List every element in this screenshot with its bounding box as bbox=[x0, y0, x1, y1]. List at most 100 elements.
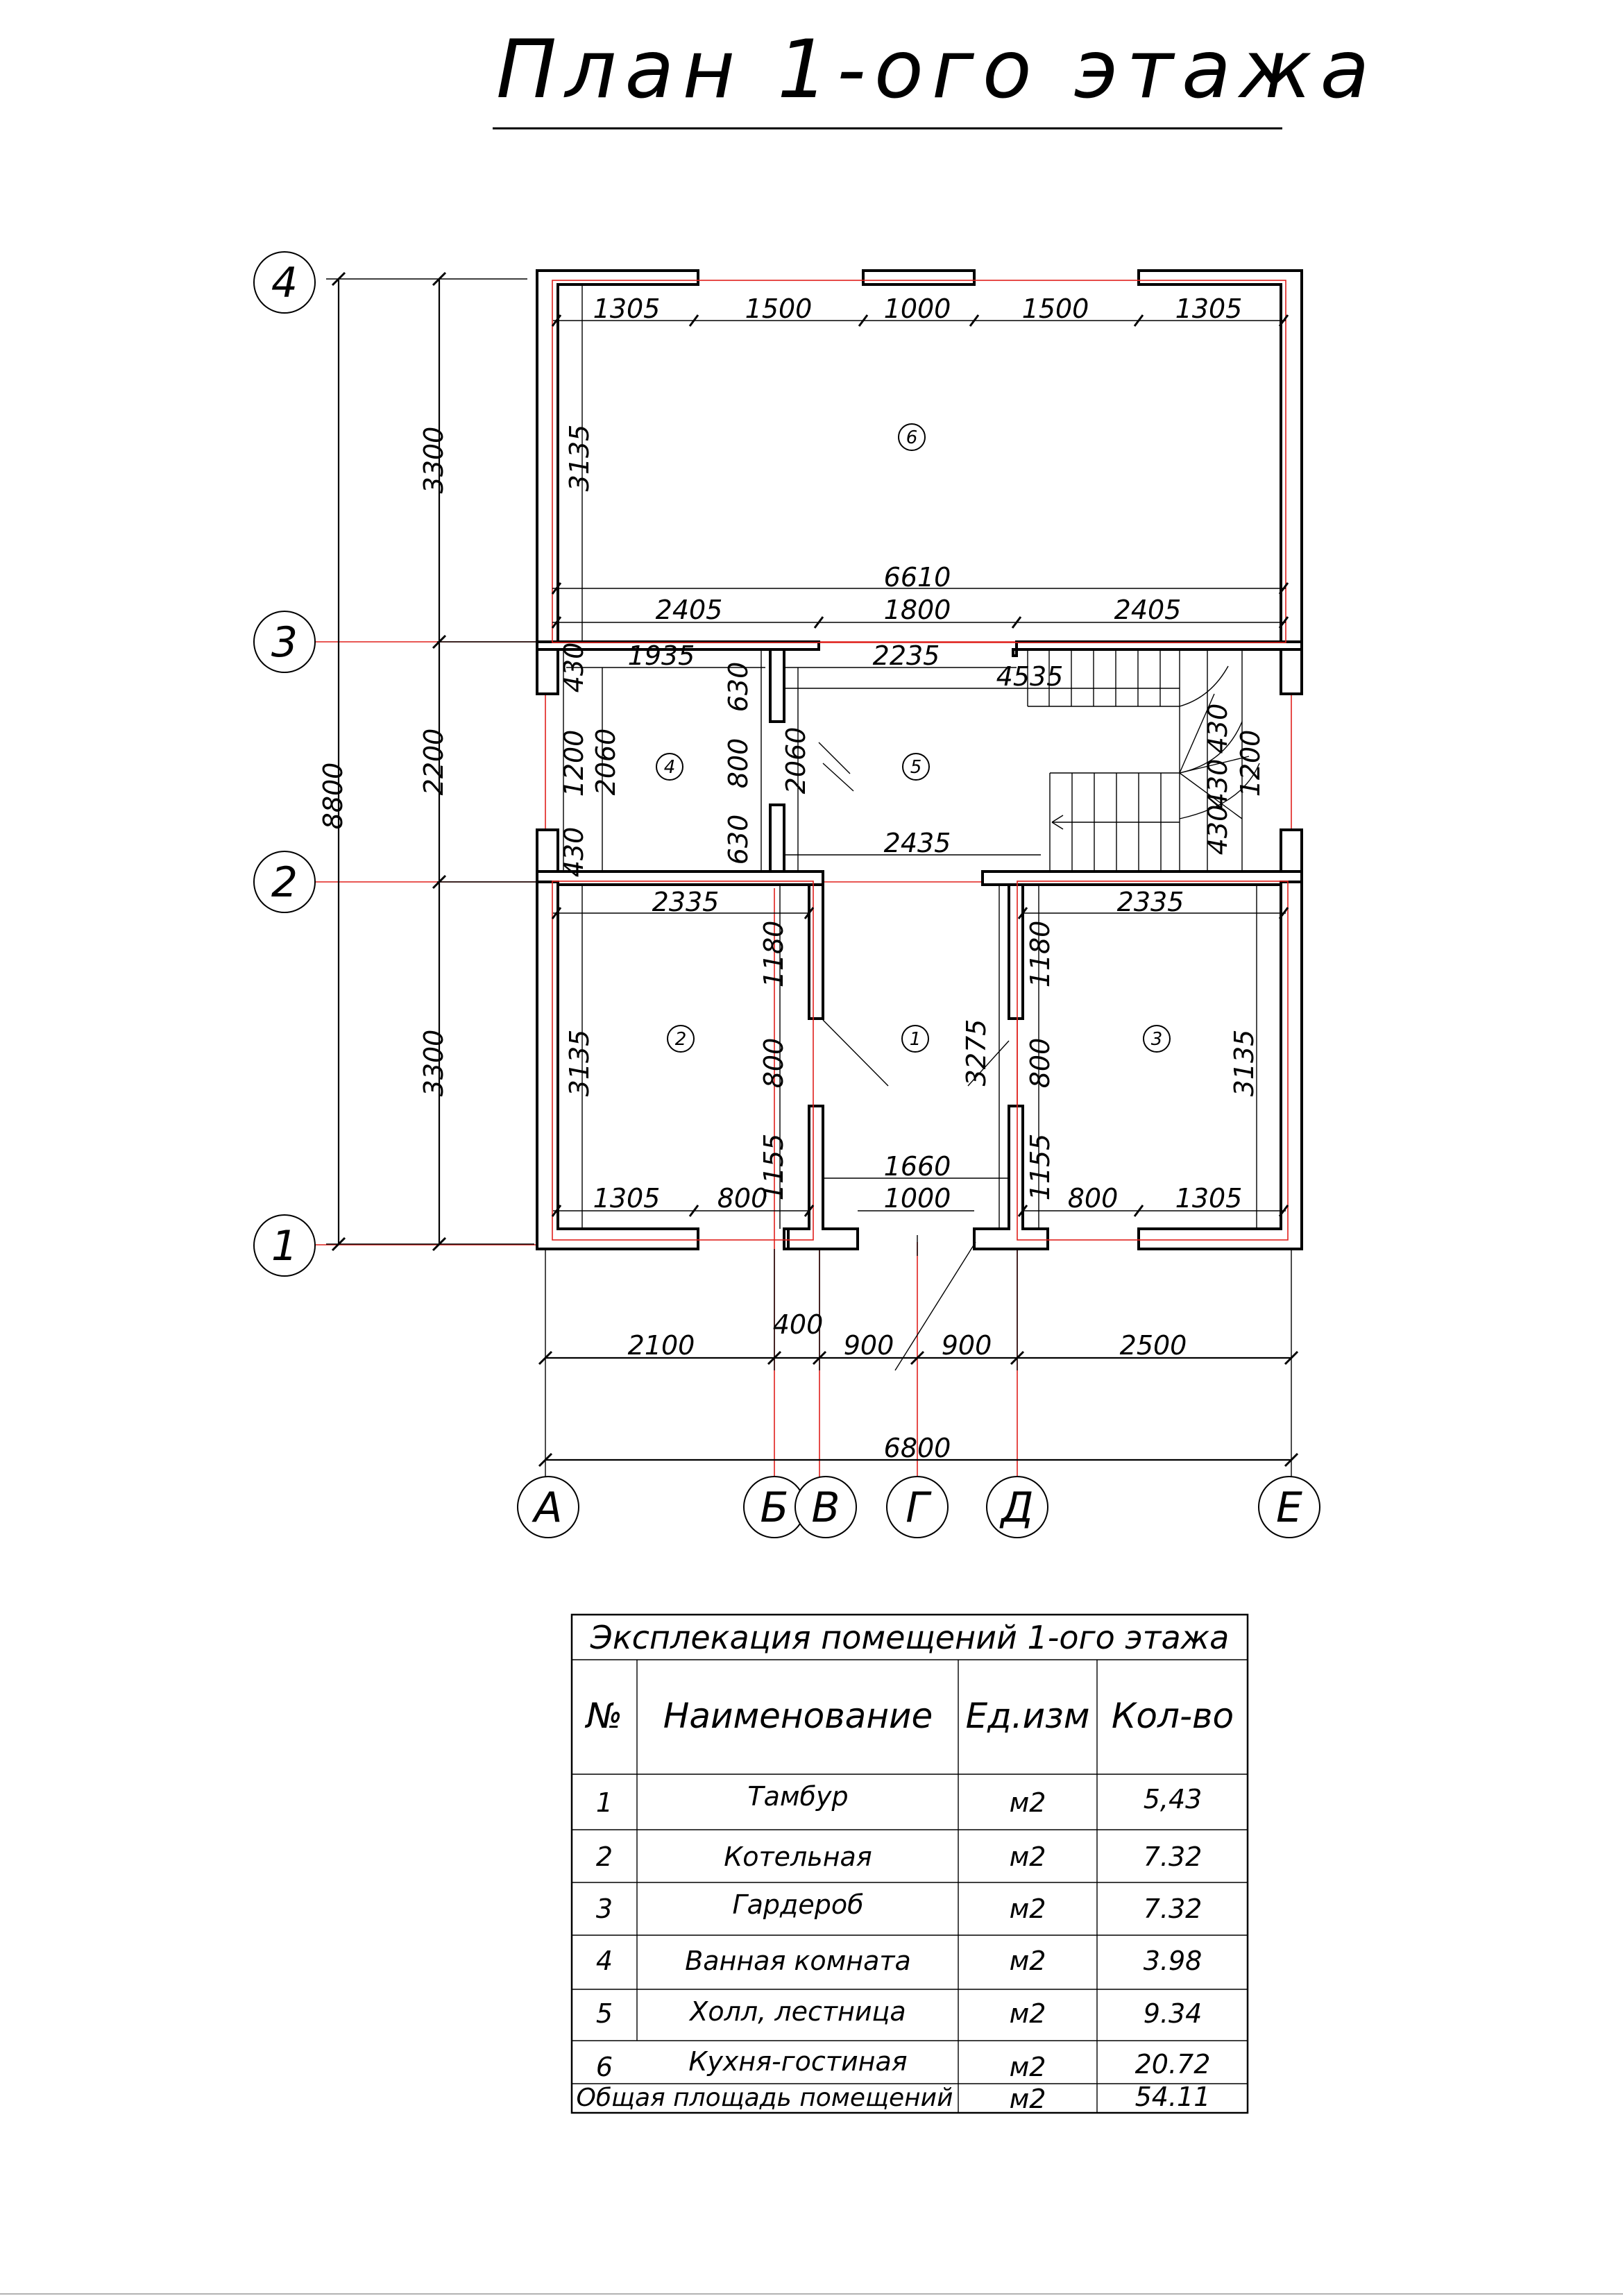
dim-bottom-seg-5: 2500 bbox=[1120, 1330, 1187, 1361]
dim-tambur-left-a: 1180 bbox=[758, 921, 789, 988]
table-header-qty: Кол-во bbox=[1112, 1696, 1234, 1736]
dim-row3-3: 2405 bbox=[1114, 595, 1182, 625]
dim-tambur-right-b: 800 bbox=[1025, 1038, 1055, 1089]
dim-hall-bottom: 2435 bbox=[884, 828, 951, 858]
table-header-name: Наименование bbox=[663, 1696, 933, 1736]
dim-room4-width: 1935 bbox=[628, 640, 695, 671]
total-unit: м2 bbox=[1010, 2084, 1046, 2114]
col-axis-markers: А Б В Г Д Е bbox=[517, 1476, 1320, 1538]
dim-bottom-overall: 6800 bbox=[884, 1433, 951, 1463]
room-num-5: 5 bbox=[910, 757, 922, 778]
door-swing-lines bbox=[818, 742, 1010, 1371]
dim-top-5: 1305 bbox=[1175, 294, 1243, 324]
axis-row-2: 2 bbox=[271, 858, 298, 907]
dim-room6-width: 6610 bbox=[884, 562, 951, 593]
dim-room4-right-c: 630 bbox=[723, 815, 754, 865]
dim-room4-left-c: 430 bbox=[559, 827, 589, 878]
dim-room3-width: 2335 bbox=[1117, 887, 1184, 917]
dim-top-3: 1000 bbox=[884, 294, 951, 324]
axis-col-A: А bbox=[531, 1483, 562, 1532]
row1-num: 1 bbox=[596, 1787, 613, 1818]
row1-name: Тамбур bbox=[747, 1781, 848, 1812]
dim-room4-left-b: 1200 bbox=[559, 730, 589, 797]
interior-dimension-texts: 1305 1500 1000 1500 1305 3135 6610 2405 … bbox=[559, 294, 1266, 1214]
table-header-num: № bbox=[584, 1696, 622, 1736]
dim-hall-diag: 4535 bbox=[996, 661, 1064, 692]
dim-tambur-right-c: 1155 bbox=[1025, 1134, 1055, 1201]
room-num-1: 1 bbox=[910, 1029, 921, 1050]
room-red-outlines bbox=[552, 280, 1289, 1241]
axis-row-1: 1 bbox=[271, 1222, 298, 1270]
axis-col-E: Е bbox=[1276, 1483, 1302, 1532]
dim-row3-1: 2405 bbox=[656, 595, 723, 625]
axis-col-D: Д bbox=[999, 1483, 1034, 1532]
dim-bottom-seg-2: 400 bbox=[773, 1309, 824, 1340]
row-axis-markers: 4 3 2 1 bbox=[253, 251, 316, 1277]
dim-room6-height: 3135 bbox=[564, 425, 595, 492]
room-num-2: 2 bbox=[675, 1029, 687, 1050]
dim-hall-height: 2060 bbox=[781, 727, 811, 794]
axis-col-G: Г bbox=[906, 1483, 932, 1532]
row6-name: Кухня-гостиная bbox=[688, 2046, 907, 2077]
dim-hall-top: 2235 bbox=[873, 640, 940, 671]
dim-left-seg-1: 3300 bbox=[418, 427, 449, 494]
row5-qty: 9.34 bbox=[1144, 1998, 1203, 2029]
plan-title: План 1-ого этажа bbox=[496, 23, 1378, 117]
row3-unit: м2 bbox=[1010, 1894, 1046, 1924]
dim-stair-d: 1200 bbox=[1235, 730, 1266, 797]
dim-bottom-seg-3: 900 bbox=[844, 1330, 894, 1361]
room-number-markers: 6 4 5 2 1 3 bbox=[656, 423, 1171, 1053]
row3-num: 3 bbox=[596, 1894, 613, 1924]
row1-unit: м2 bbox=[1010, 1787, 1046, 1818]
dim-left-overall: 8800 bbox=[318, 763, 348, 830]
dim-stair-b: 430 bbox=[1203, 759, 1233, 810]
row5-name: Холл, лестница bbox=[688, 1996, 906, 2027]
dim-room4-right-b: 800 bbox=[723, 738, 754, 789]
row5-num: 5 bbox=[596, 1998, 613, 2029]
dim-room2-bottom-a: 1305 bbox=[593, 1183, 661, 1214]
dim-stair-c: 430 bbox=[1203, 805, 1233, 856]
row5-unit: м2 bbox=[1010, 1998, 1046, 2029]
row2-unit: м2 bbox=[1010, 1842, 1046, 1872]
dim-tambur-door: 1000 bbox=[884, 1183, 951, 1214]
row4-qty: 3.98 bbox=[1144, 1946, 1203, 1976]
axis-col-V: В bbox=[811, 1483, 840, 1532]
explication-table: Эксплекация помещений 1-ого этажа № Наим… bbox=[570, 1613, 1249, 2114]
dim-row3-2: 1800 bbox=[884, 595, 951, 625]
table-header-unit: Ед.изм bbox=[966, 1696, 1090, 1736]
axis-row-3: 3 bbox=[271, 618, 298, 667]
row6-num: 6 bbox=[596, 2052, 613, 2082]
dim-top-2: 1500 bbox=[745, 294, 813, 324]
room-num-4: 4 bbox=[664, 757, 676, 778]
dim-room4-right-a: 630 bbox=[723, 662, 754, 713]
room-num-6: 6 bbox=[906, 427, 918, 448]
dim-tambur-left-b: 800 bbox=[758, 1038, 789, 1089]
dim-room4-height: 2060 bbox=[590, 729, 621, 796]
row2-num: 2 bbox=[596, 1842, 613, 1872]
dim-left-seg-3: 3300 bbox=[418, 1030, 449, 1097]
row6-qty: 20.72 bbox=[1135, 2049, 1211, 2080]
axis-row-4: 4 bbox=[271, 259, 298, 307]
dim-room3-bottom-a: 800 bbox=[1068, 1183, 1119, 1214]
dim-bottom-seg-4: 900 bbox=[942, 1330, 992, 1361]
bottom-dimension-chain: 2100 400 900 900 2500 6800 bbox=[538, 1249, 1299, 1485]
axis-col-B: Б bbox=[760, 1483, 788, 1532]
total-qty: 54.11 bbox=[1135, 2082, 1211, 2112]
dim-left-seg-2: 2200 bbox=[418, 729, 449, 796]
table-caption: Эксплекация помещений 1-ого этажа bbox=[590, 1619, 1230, 1656]
dim-room2-width: 2335 bbox=[652, 887, 720, 917]
total-label: Общая площадь помещений bbox=[577, 2084, 953, 2112]
row4-unit: м2 bbox=[1010, 1946, 1046, 1976]
dim-room2-bottom-b: 800 bbox=[717, 1183, 768, 1214]
dim-room3-bottom-b: 1305 bbox=[1175, 1183, 1243, 1214]
interior-dimension-lines bbox=[551, 284, 1289, 1229]
room-num-3: 3 bbox=[1151, 1029, 1163, 1050]
dim-top-1: 1305 bbox=[593, 294, 661, 324]
dim-tambur-height: 3275 bbox=[961, 1019, 992, 1087]
row2-name: Котельная bbox=[724, 1842, 872, 1872]
row4-num: 4 bbox=[596, 1946, 613, 1976]
dim-room3-height: 3135 bbox=[1229, 1030, 1259, 1097]
row3-qty: 7.32 bbox=[1144, 1894, 1203, 1924]
dim-stair-a: 430 bbox=[1203, 704, 1233, 754]
